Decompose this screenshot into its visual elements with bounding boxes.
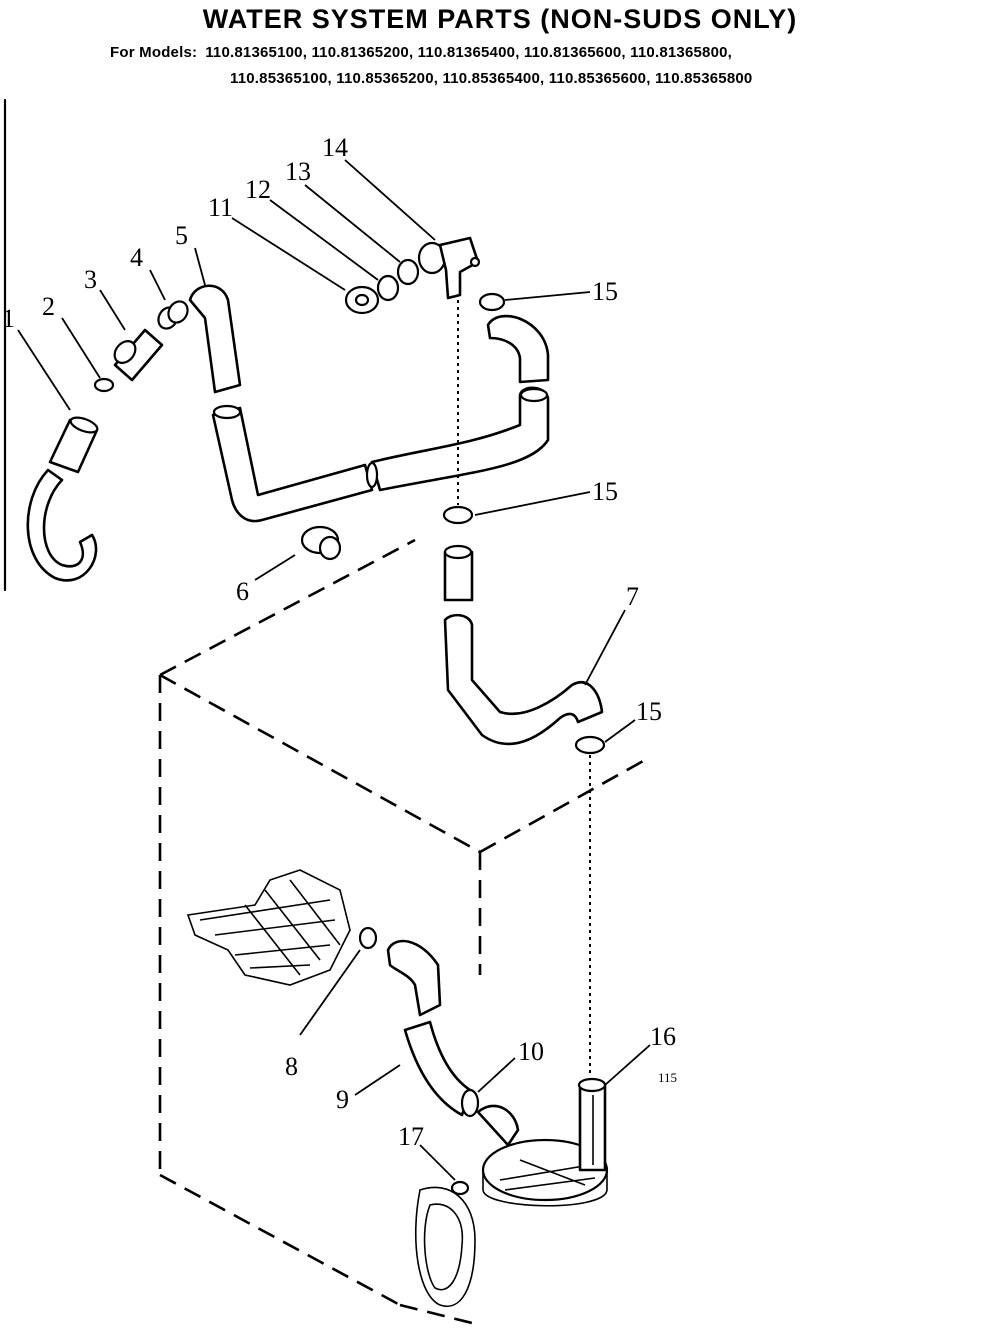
diagram-title: WATER SYSTEM PARTS (NON-SUDS ONLY) bbox=[202, 4, 798, 34]
part-4-clamp bbox=[157, 300, 189, 330]
callout-6: 6 bbox=[236, 577, 249, 606]
part-1-drain-hose bbox=[26, 416, 99, 582]
part-6-fitting bbox=[300, 525, 342, 561]
part-9-hose bbox=[386, 939, 472, 1117]
models-list-1: 110.81365100, 110.81365200, 110.81365400… bbox=[205, 44, 733, 61]
models-line-1: For Models: 110.81365100, 110.81365200, 1… bbox=[110, 44, 732, 61]
washer-cabinet-outline bbox=[158, 538, 646, 1327]
models-label: For Models: bbox=[110, 44, 198, 61]
callout-9: 9 bbox=[336, 1085, 349, 1114]
callout-1: 1 bbox=[2, 304, 15, 333]
models-line-2: 110.85365100, 110.85365200, 110.85365400… bbox=[230, 70, 753, 87]
part-2-clamp bbox=[93, 377, 115, 393]
cabinet-access-panel bbox=[415, 1186, 476, 1308]
callout-8: 8 bbox=[285, 1052, 298, 1081]
callout-4: 4 bbox=[130, 243, 143, 272]
callout-5: 5 bbox=[175, 221, 188, 250]
center-vertical-tube bbox=[442, 300, 474, 602]
part-13-ring bbox=[396, 258, 420, 286]
callout-17: 17 bbox=[398, 1122, 424, 1151]
upper-right-hose bbox=[478, 292, 550, 384]
code-label: 115 bbox=[658, 1070, 677, 1085]
part-14-valve-elbow bbox=[417, 236, 481, 300]
callout-labels: 1 2 3 4 5 6 7 8 9 10 11 12 13 14 15 15 1… bbox=[2, 133, 677, 1151]
callout-13: 13 bbox=[285, 157, 311, 186]
callout-2: 2 bbox=[42, 292, 55, 321]
callout-10: 10 bbox=[518, 1037, 544, 1066]
callout-15-lower: 15 bbox=[636, 697, 662, 726]
callout-3: 3 bbox=[84, 265, 97, 294]
leader-lines bbox=[17, 159, 651, 1181]
callout-12: 12 bbox=[245, 175, 271, 204]
callout-15-middle: 15 bbox=[592, 477, 618, 506]
callout-7: 7 bbox=[626, 582, 639, 611]
callout-16: 16 bbox=[650, 1022, 676, 1051]
part-10-clamp bbox=[460, 1088, 480, 1118]
callout-11: 11 bbox=[208, 193, 233, 222]
part-3-connector bbox=[113, 328, 164, 382]
pump-assembly bbox=[186, 869, 378, 986]
part-11-washer bbox=[344, 285, 380, 315]
part-5-hose bbox=[188, 284, 550, 523]
callout-14: 14 bbox=[322, 133, 348, 162]
part-12-ring bbox=[376, 274, 400, 302]
part-16-pump-housing bbox=[476, 1077, 609, 1207]
part-7-hose bbox=[443, 613, 606, 1075]
part-17-plug bbox=[450, 1180, 470, 1196]
callout-15-upper: 15 bbox=[592, 277, 618, 306]
